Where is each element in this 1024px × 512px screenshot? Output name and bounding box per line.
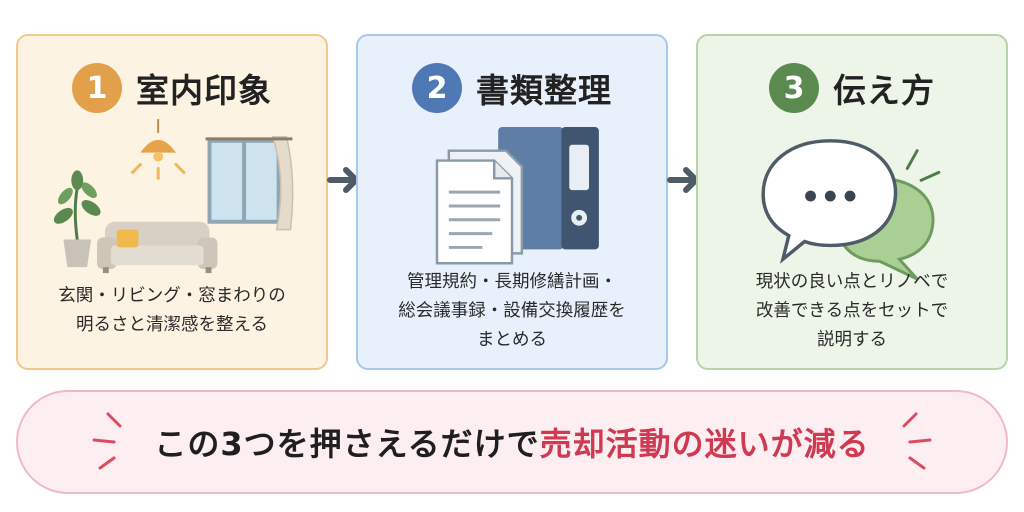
step-number-badge: 1	[72, 63, 122, 113]
interior-illustration	[53, 119, 294, 274]
speech-bubble-icon	[761, 139, 898, 264]
pendant-lamp-icon	[131, 119, 186, 180]
summary-highlight: 売却活動の迷いが減る	[539, 425, 870, 463]
summary-lead: この3つを押さえるだけで	[154, 425, 540, 463]
step-title: 伝え方	[833, 71, 935, 110]
step-card-communication: 3 伝え方 現状の良い点とリノベで 改善できる点をセットで 説明する	[696, 34, 1008, 370]
step-header: 3 伝え方	[698, 60, 1006, 116]
sparkle-lines-icon	[902, 412, 932, 470]
step-description: 玄関・リビング・窓まわりの 明るさと清潔感を整える	[58, 286, 286, 335]
step-header: 1 室内印象	[18, 60, 326, 116]
summary-banner: この3つを押さえるだけで売却活動の迷いが減る	[16, 390, 1008, 494]
sparkle-lines-icon	[905, 149, 941, 182]
documents-illustration	[435, 126, 599, 265]
sofa-icon	[96, 221, 218, 274]
step-number-badge: 2	[412, 63, 462, 113]
communication-illustration	[761, 139, 941, 281]
step-number-badge: 3	[769, 63, 819, 113]
step-header: 2 書類整理	[358, 60, 666, 116]
step-title: 室内印象	[136, 71, 272, 110]
summary-text: この3つを押さえるだけで売却活動の迷いが減る	[154, 419, 869, 465]
step-description: 管理規約・長期修繕計画・ 総会議事録・設備交換履歴を まとめる	[398, 272, 626, 350]
plant-icon	[53, 170, 101, 268]
sparkle-lines-icon	[92, 412, 122, 470]
step-card-interior: 1 室内印象	[16, 34, 328, 370]
document-icon	[435, 149, 524, 265]
step-title: 書類整理	[476, 71, 612, 110]
step-card-documents: 2 書類整理 管理規約・長期修繕計画・ 総会議事録・設備交換履歴を まとめる	[356, 34, 668, 370]
window-icon	[205, 136, 294, 231]
step-description: 現状の良い点とリノベで 改善できる点をセットで 説明する	[755, 272, 949, 350]
